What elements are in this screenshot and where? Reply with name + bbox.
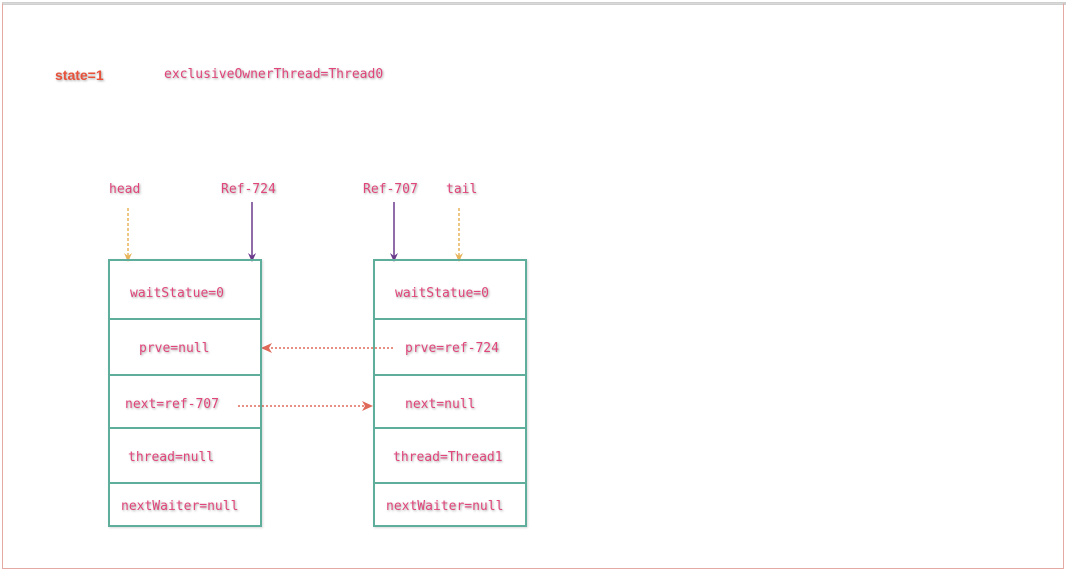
prev-field: prve=ref-724 xyxy=(405,341,499,356)
node-field-cell: next=null xyxy=(375,376,525,429)
wait-status-field: waitStatue=0 xyxy=(130,286,224,301)
node-field-cell: prve=null xyxy=(110,320,260,376)
node-ref-724: waitStatue=0 prve=null next=ref-707 thre… xyxy=(108,259,262,527)
node-ref-707: waitStatue=0 prve=ref-724 next=null thre… xyxy=(373,259,527,527)
node-field-cell: nextWaiter=null xyxy=(110,484,260,525)
node-field-cell: next=ref-707 xyxy=(110,376,260,429)
thread-field: thread=Thread1 xyxy=(393,450,503,465)
node-field-cell: thread=null xyxy=(110,429,260,484)
next-field: next=null xyxy=(405,397,476,412)
canvas-frame xyxy=(2,3,1064,569)
wait-status-field: waitStatue=0 xyxy=(395,286,489,301)
node-field-cell: nextWaiter=null xyxy=(375,484,525,525)
state-label: state=1 xyxy=(55,67,104,83)
ref-707-label: Ref-707 xyxy=(363,182,418,197)
head-label: head xyxy=(109,182,141,197)
ref-724-label: Ref-724 xyxy=(221,182,276,197)
tail-label: tail xyxy=(446,182,478,197)
node-field-cell: waitStatue=0 xyxy=(110,261,260,320)
node-field-cell: waitStatue=0 xyxy=(375,261,525,320)
next-waiter-field: nextWaiter=null xyxy=(386,499,504,514)
next-waiter-field: nextWaiter=null xyxy=(121,499,239,514)
prev-field: prve=null xyxy=(139,341,210,356)
thread-field: thread=null xyxy=(128,450,215,465)
next-field: next=ref-707 xyxy=(125,397,219,412)
node-field-cell: prve=ref-724 xyxy=(375,320,525,376)
owner-thread-label: exclusiveOwnerThread=Thread0 xyxy=(164,67,384,82)
node-field-cell: thread=Thread1 xyxy=(375,429,525,484)
